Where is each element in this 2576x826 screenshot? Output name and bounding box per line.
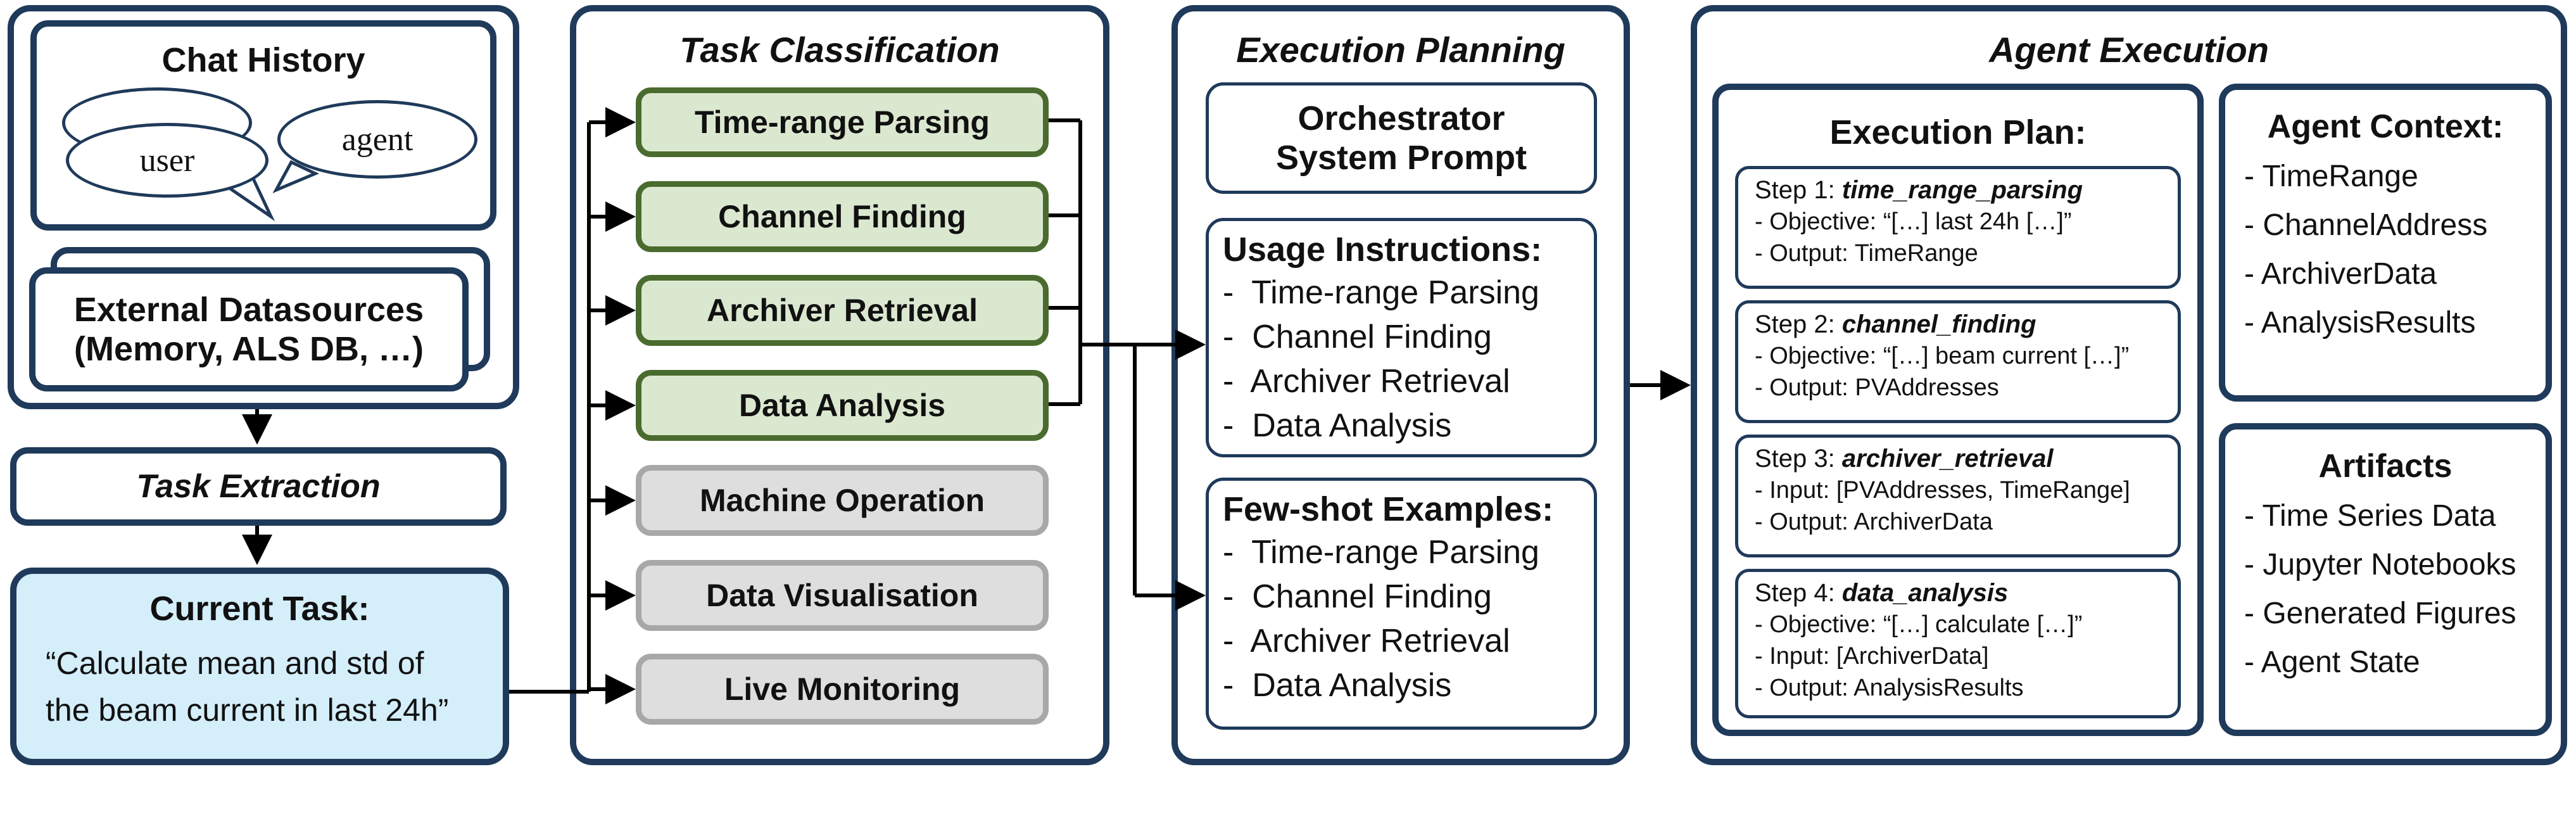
few-shot-item: - Channel Finding: [1223, 578, 1492, 615]
step-name: data_analysis: [1841, 579, 2009, 607]
external-datasources-title: External Datasources: [73, 291, 424, 329]
usage-item: - Time-range Parsing: [1223, 274, 1539, 311]
task-data-visualisation: Data Visualisation: [636, 560, 1049, 631]
artifact-item: - Agent State: [2244, 645, 2420, 679]
task-archiver-retrieval: Archiver Retrieval: [636, 275, 1049, 346]
chat-bubble-agent: agent: [277, 100, 477, 179]
step-name: archiver_retrieval: [1841, 445, 2054, 473]
artifact-item: - Jupyter Notebooks: [2244, 548, 2516, 581]
usage-instructions-box: Usage Instructions: - Time-range Parsing…: [1206, 218, 1597, 457]
few-shot-title: Few-shot Examples:: [1223, 490, 1554, 528]
orchestrator-line1: Orchestrator: [1297, 99, 1505, 137]
chat-bubble-user: user: [66, 123, 268, 198]
execution-planning-panel: [1171, 5, 1630, 765]
current-task-title: Current Task:: [149, 590, 370, 628]
agent-execution-panel: [1691, 5, 2567, 765]
current-task-query-line2: the beam current in last 24h”: [46, 692, 449, 728]
few-shot-item: - Time-range Parsing: [1223, 534, 1539, 571]
plan-step-3: Step 3: archiver_retrieval - Input: [PVA…: [1735, 435, 2181, 557]
execution-plan-box: Execution Plan: Step 1: time_range_parsi…: [1712, 84, 2204, 736]
current-task-box: Current Task: “Calculate mean and std of…: [10, 568, 509, 765]
current-task-query-line1: “Calculate mean and std of: [46, 645, 424, 681]
step-line: - Output: TimeRange: [1755, 240, 1978, 267]
agent-context-box: Agent Context: - TimeRange - ChannelAddr…: [2219, 84, 2552, 402]
artifacts-title: Artifacts: [2318, 448, 2453, 485]
artifact-item: - Time Series Data: [2244, 499, 2496, 533]
task-channel-finding: Channel Finding: [636, 181, 1049, 252]
step-line: - Output: PVAddresses: [1755, 374, 1999, 401]
plan-step-2: Step 2: channel_finding - Objective: “[……: [1735, 300, 2181, 423]
step-line: - Objective: “[…] calculate […]”: [1755, 611, 2083, 638]
task-time-range-parsing: Time-range Parsing: [636, 87, 1049, 157]
few-shot-examples-box: Few-shot Examples: - Time-range Parsing …: [1206, 478, 1597, 730]
step-prefix: Step 1:: [1755, 176, 1842, 204]
plan-step-4: Step 4: data_analysis - Objective: “[…] …: [1735, 569, 2181, 718]
orchestrator-line2: System Prompt: [1275, 139, 1527, 177]
task-classification-panel: [570, 5, 1109, 765]
chat-history-box: Chat History user agent: [30, 20, 496, 231]
step-line: - Input: [ArchiverData]: [1755, 643, 1989, 670]
step-name: time_range_parsing: [1841, 176, 2083, 204]
step-name: channel_finding: [1841, 310, 2036, 338]
usage-instructions-title: Usage Instructions:: [1223, 231, 1543, 269]
artifact-item: - Generated Figures: [2244, 597, 2516, 630]
step-prefix: Step 4:: [1755, 579, 1842, 607]
context-item: - AnalysisResults: [2244, 306, 2476, 340]
context-item: - ArchiverData: [2244, 257, 2437, 291]
step-line: - Output: AnalysisResults: [1755, 675, 2024, 701]
agent-context-title: Agent Context:: [2267, 108, 2504, 145]
usage-item: - Data Analysis: [1223, 407, 1452, 444]
chat-history-title: Chat History: [161, 41, 365, 79]
execution-plan-title: Execution Plan:: [1829, 113, 2087, 151]
task-machine-operation: Machine Operation: [636, 465, 1049, 536]
execution-planning-title: Execution Planning: [1236, 30, 1565, 70]
artifacts-box: Artifacts - Time Series Data - Jupyter N…: [2219, 423, 2552, 736]
step-line: - Objective: “[…] last 24h […]”: [1755, 208, 2072, 235]
step-prefix: Step 2:: [1755, 310, 1842, 338]
step-line: - Objective: “[…] beam current […]”: [1755, 343, 2130, 369]
task-data-analysis: Data Analysis: [636, 370, 1049, 441]
external-datasources-box: External Datasources (Memory, ALS DB, …): [29, 267, 469, 391]
step-line: - Input: [PVAddresses, TimeRange]: [1755, 477, 2130, 504]
task-live-monitoring: Live Monitoring: [636, 654, 1049, 725]
task-extraction-box: Task Extraction: [10, 447, 507, 526]
few-shot-item: - Archiver Retrieval: [1223, 623, 1510, 659]
context-item: - TimeRange: [2244, 160, 2418, 193]
external-datasources-list: (Memory, ALS DB, …): [73, 330, 424, 368]
task-classification-title: Task Classification: [679, 30, 1000, 70]
context-panel: [8, 5, 519, 409]
context-item: - ChannelAddress: [2244, 208, 2488, 242]
agent-execution-title: Agent Execution: [1989, 30, 2269, 70]
usage-item: - Archiver Retrieval: [1223, 363, 1510, 400]
usage-item: - Channel Finding: [1223, 319, 1492, 355]
orchestrator-prompt-box: Orchestrator System Prompt: [1206, 82, 1597, 194]
plan-step-1: Step 1: time_range_parsing - Objective: …: [1735, 166, 2181, 289]
few-shot-item: - Data Analysis: [1223, 667, 1452, 704]
step-line: - Output: ArchiverData: [1755, 509, 1993, 535]
step-prefix: Step 3:: [1755, 445, 1842, 473]
